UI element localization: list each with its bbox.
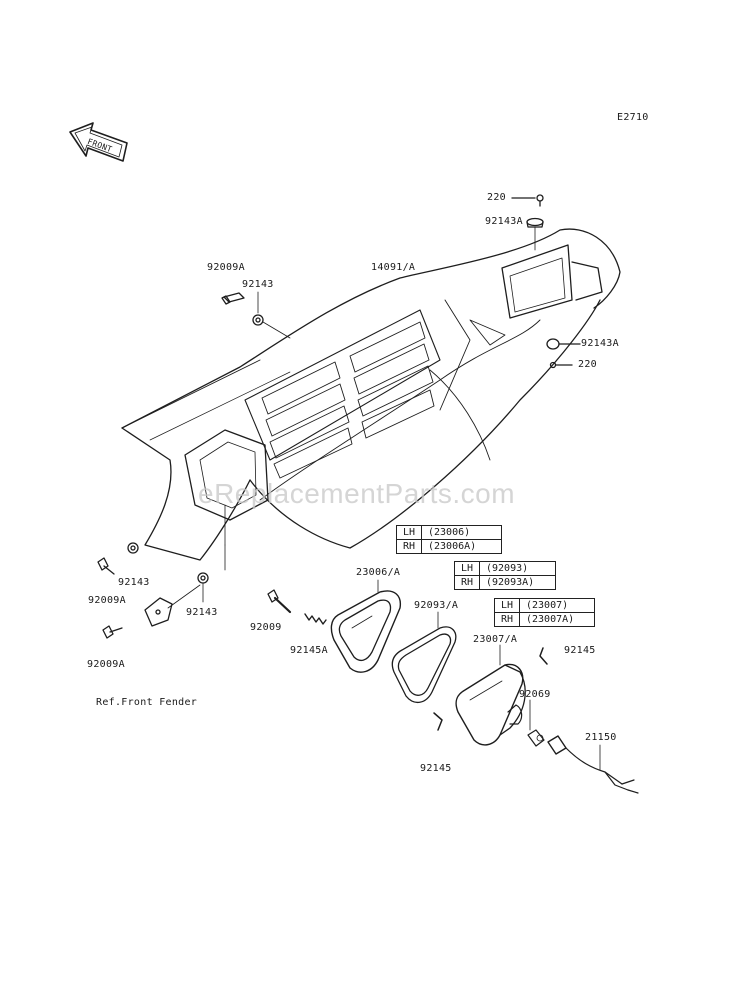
label-92145A[interactable]: 92145A bbox=[290, 645, 328, 656]
label-14091A[interactable]: 14091/A bbox=[371, 262, 416, 273]
clip-92145-right bbox=[539, 647, 548, 665]
label-92143A-right[interactable]: 92143A bbox=[581, 338, 619, 349]
variant-side: RH bbox=[495, 613, 520, 626]
gasket-92093 bbox=[391, 611, 457, 703]
fastener-220-right bbox=[549, 361, 573, 369]
label-92143-top[interactable]: 92143 bbox=[242, 279, 274, 290]
variant-row-lh: LH (92093) bbox=[455, 562, 555, 575]
spring-92145A bbox=[304, 613, 327, 625]
variant-side: LH bbox=[397, 526, 422, 539]
label-220-right[interactable]: 220 bbox=[578, 359, 597, 370]
label-92009[interactable]: 92009 bbox=[250, 622, 282, 633]
label-92009A-bottom[interactable]: 92009A bbox=[87, 659, 125, 670]
variant-side: RH bbox=[397, 540, 422, 553]
variant-table-92093: LH (92093) RH (92093A) bbox=[454, 561, 556, 590]
label-92143A-top[interactable]: 92143A bbox=[485, 216, 523, 227]
washer-92143-left bbox=[127, 542, 139, 554]
label-23007A[interactable]: 23007/A bbox=[473, 634, 518, 645]
clip-92145-bottom bbox=[433, 712, 443, 731]
label-23006A[interactable]: 23006/A bbox=[356, 567, 401, 578]
variant-row-lh: LH (23007) bbox=[495, 599, 594, 612]
variant-code: (23007A) bbox=[526, 614, 575, 625]
variant-code: (23006) bbox=[428, 527, 471, 538]
variant-code: (23006A) bbox=[428, 541, 477, 552]
headlight-rim-23006 bbox=[330, 579, 402, 673]
bulb-92069 bbox=[527, 699, 545, 747]
diagram-code: E2710 bbox=[617, 112, 649, 123]
grommet-92143A-top bbox=[526, 217, 544, 251]
socket-harness-21150 bbox=[547, 735, 639, 794]
variant-side: RH bbox=[455, 576, 480, 589]
washer-92143-top bbox=[252, 291, 291, 339]
bolt-92009A-mid bbox=[97, 557, 115, 575]
variant-code: (92093) bbox=[486, 563, 529, 574]
ref-front-fender-note: Ref.Front Fender bbox=[96, 697, 198, 708]
variant-code: (23007) bbox=[526, 600, 569, 611]
washer-92143-mid bbox=[197, 572, 209, 603]
label-92069[interactable]: 92069 bbox=[519, 689, 551, 700]
variant-side: LH bbox=[495, 599, 520, 612]
bolt-92009A-top bbox=[221, 292, 245, 305]
headlight-unit-23007 bbox=[455, 644, 526, 746]
variant-row-rh: RH (23007A) bbox=[495, 612, 594, 626]
label-92009A-top[interactable]: 92009A bbox=[207, 262, 245, 273]
grommet-92143A-right bbox=[546, 338, 581, 350]
label-92145-bottom[interactable]: 92145 bbox=[420, 763, 452, 774]
variant-row-rh: RH (92093A) bbox=[455, 575, 555, 589]
label-220-top[interactable]: 220 bbox=[487, 192, 506, 203]
variant-table-23007: LH (23007) RH (23007A) bbox=[494, 598, 595, 627]
variant-side: LH bbox=[455, 562, 480, 575]
variant-code: (92093A) bbox=[486, 577, 535, 588]
label-92009A-mid[interactable]: 92009A bbox=[88, 595, 126, 606]
variant-row-lh: LH (23006) bbox=[397, 526, 501, 539]
front-arrow-icon bbox=[69, 122, 128, 162]
label-92143-mid[interactable]: 92143 bbox=[186, 607, 218, 618]
bolt-92009A-bottom bbox=[102, 625, 123, 639]
label-92145-right[interactable]: 92145 bbox=[564, 645, 596, 656]
bracket-front-fender bbox=[144, 584, 201, 627]
label-92143-left[interactable]: 92143 bbox=[118, 577, 150, 588]
screw-92009 bbox=[267, 589, 292, 614]
label-92093A[interactable]: 92093/A bbox=[414, 600, 459, 611]
fastener-220-top bbox=[511, 194, 544, 207]
headlight-cover-body bbox=[121, 228, 621, 571]
variant-row-rh: RH (23006A) bbox=[397, 539, 501, 553]
variant-table-23006: LH (23006) RH (23006A) bbox=[396, 525, 502, 554]
watermark: eReplacementParts.com bbox=[198, 478, 516, 509]
label-21150[interactable]: 21150 bbox=[585, 732, 617, 743]
